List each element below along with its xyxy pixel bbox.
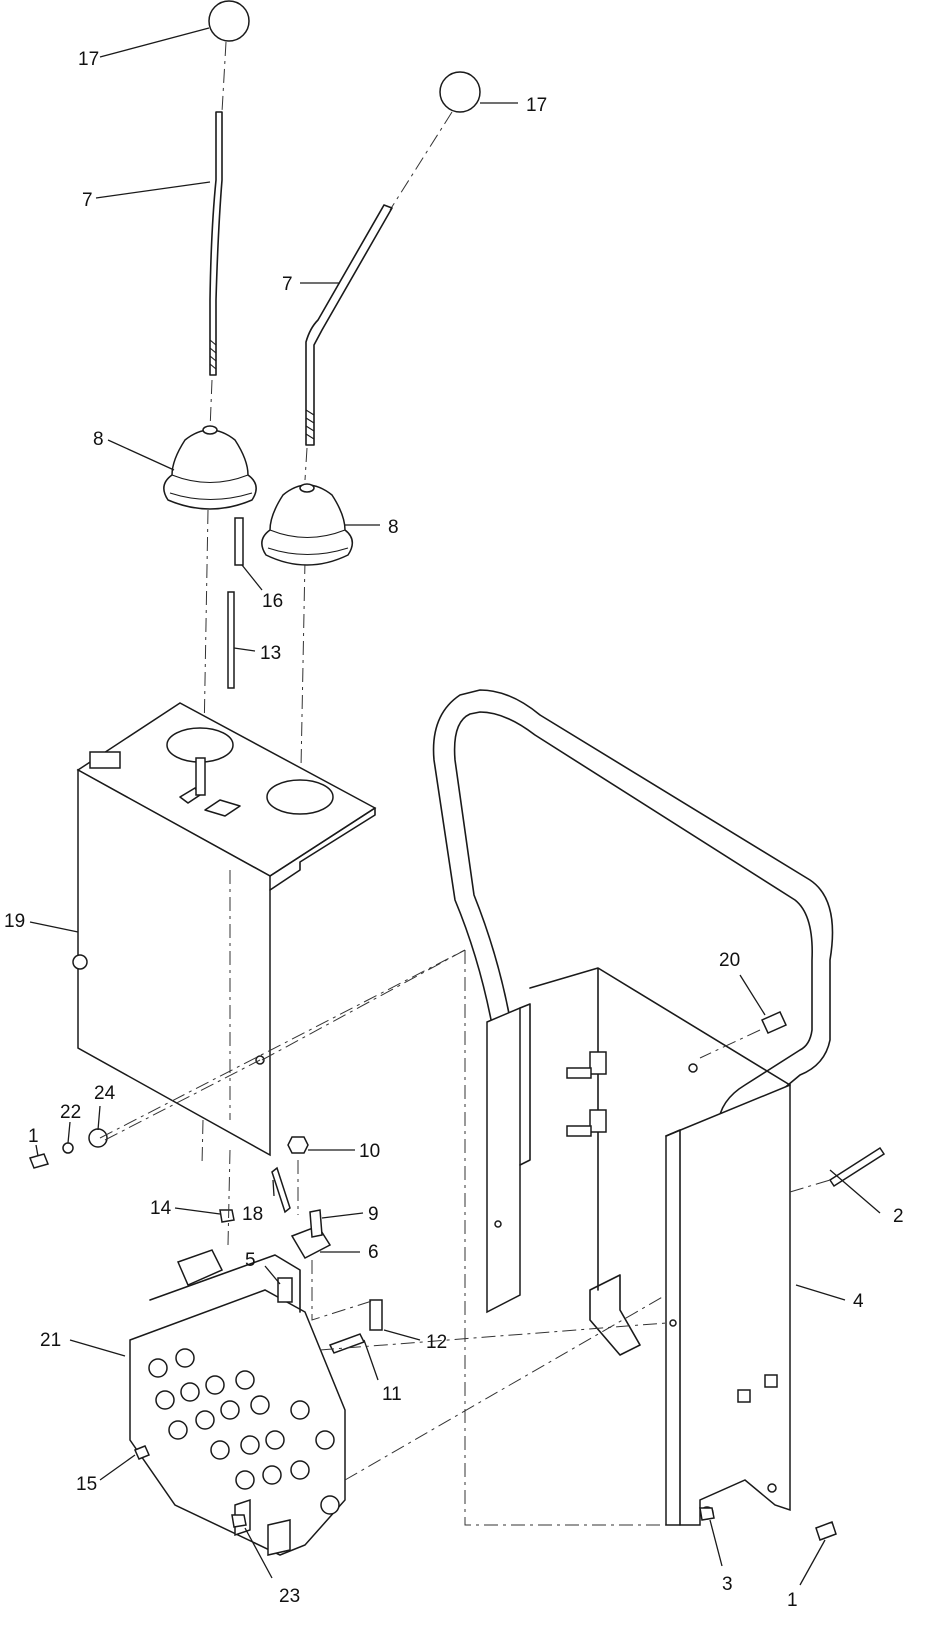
bolt-1-left <box>28 1153 50 1169</box>
callout-21: 21 <box>40 1330 61 1351</box>
callout-3: 3 <box>722 1574 733 1595</box>
boot-right <box>261 483 354 566</box>
right-lever-assembly <box>261 71 481 821</box>
nut-10 <box>287 1136 309 1154</box>
rod-end-12 <box>369 1299 383 1331</box>
stud-11 <box>328 1333 366 1354</box>
callout-7-right: 7 <box>282 274 293 295</box>
callout-2: 2 <box>893 1206 904 1227</box>
nut-15 <box>133 1445 151 1460</box>
callout-8-left: 8 <box>93 429 104 450</box>
callout-14: 14 <box>150 1198 172 1219</box>
rod-13 <box>227 591 235 689</box>
callout-22: 22 <box>60 1102 81 1123</box>
knob-left <box>208 0 250 42</box>
callout-9: 9 <box>368 1204 379 1225</box>
callout-20: 20 <box>719 950 740 971</box>
nut-3 <box>699 1507 715 1521</box>
spool-block <box>176 1249 224 1286</box>
callout-8-right: 8 <box>388 517 399 538</box>
callout-5: 5 <box>245 1250 256 1271</box>
screw-9 <box>309 1209 323 1238</box>
fitting-20 <box>761 1011 787 1034</box>
centerline-left-lever <box>201 41 227 1166</box>
callout-6: 6 <box>368 1242 379 1263</box>
screw-5 <box>277 1277 293 1303</box>
callout-11: 11 <box>382 1384 402 1405</box>
callout-23: 23 <box>279 1586 300 1607</box>
pin-18 <box>271 1166 291 1214</box>
nut-14 <box>219 1209 235 1223</box>
callout-17-right: 17 <box>526 95 547 116</box>
knob-right <box>439 71 481 113</box>
callout-16: 16 <box>262 591 283 612</box>
boot-left <box>163 425 257 510</box>
handle-frame <box>432 689 834 1526</box>
callout-10: 10 <box>359 1141 380 1162</box>
callout-labels: 17 17 7 7 8 8 16 13 19 20 24 22 1 10 14 … <box>4 49 904 1611</box>
left-lever-assembly <box>163 0 257 1166</box>
lever-rod-left <box>209 111 223 376</box>
frame-right-plate <box>665 1083 791 1526</box>
lever-thread-right <box>305 409 315 440</box>
washer-22 <box>62 1142 74 1154</box>
pin-16 <box>234 517 244 566</box>
valve-body <box>129 1225 346 1556</box>
callout-1-left: 1 <box>28 1126 39 1147</box>
bolt-1-right <box>815 1521 837 1541</box>
assembly-centerlines <box>99 870 831 1526</box>
callout-19: 19 <box>4 911 25 932</box>
callout-17-left: 17 <box>78 49 99 70</box>
frame-left-plate <box>486 1006 521 1314</box>
bolt-2 <box>828 1146 886 1188</box>
callout-15: 15 <box>76 1474 97 1495</box>
callout-24: 24 <box>94 1083 116 1104</box>
callout-12: 12 <box>426 1332 447 1353</box>
callout-18: 18 <box>242 1204 263 1225</box>
callout-13: 13 <box>260 643 281 664</box>
control-box <box>72 702 377 1157</box>
lever-rod-right <box>305 204 393 446</box>
hardware <box>28 1128 886 1541</box>
washer-24 <box>88 1128 108 1148</box>
frame-studs <box>566 1051 607 1137</box>
leader-lines <box>29 27 881 1586</box>
lever-thread-left <box>209 339 217 370</box>
callout-4: 4 <box>853 1291 864 1312</box>
callout-7-left: 7 <box>82 190 93 211</box>
valve-ports <box>148 1348 340 1515</box>
nut-23 <box>231 1514 247 1528</box>
callout-1-right: 1 <box>787 1590 798 1611</box>
